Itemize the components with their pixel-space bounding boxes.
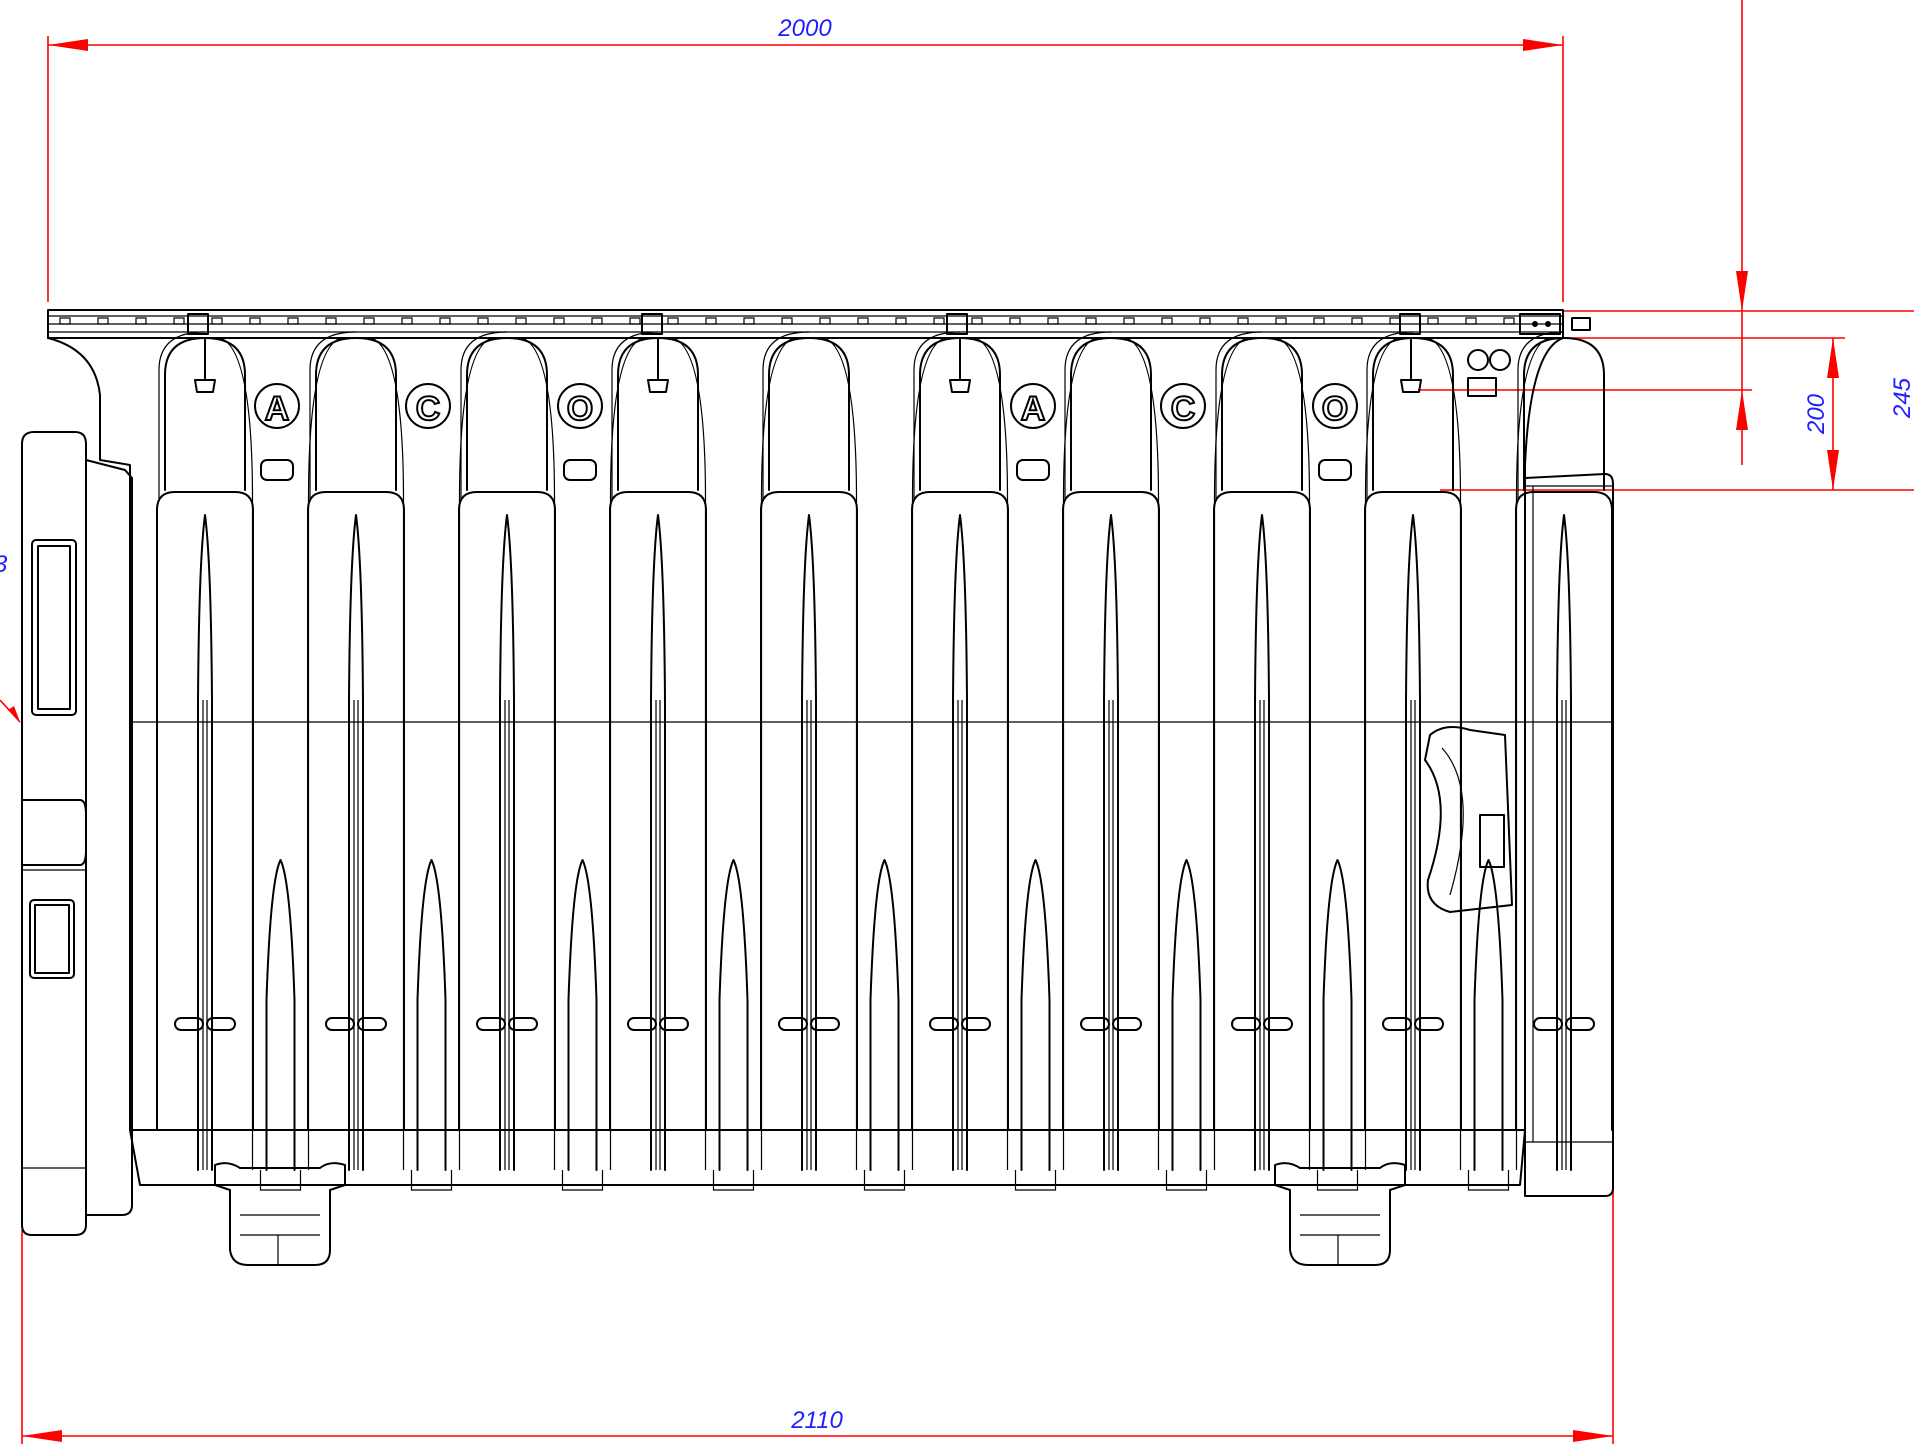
dimension-left-partial: 3: [0, 551, 21, 723]
dimension-bottom-width: 2110: [21, 1190, 1614, 1444]
channel-body: [47, 337, 1613, 1186]
dimension-top-width: 2000: [47, 15, 1564, 302]
logo-letter-1: A: [265, 390, 290, 428]
dimension-depth-outer-label: 245: [1889, 377, 1914, 419]
logo-letter-3: O: [567, 390, 593, 428]
logo-letter-4: A: [1021, 390, 1046, 428]
dimension-top-width-label: 2000: [777, 15, 832, 42]
logo-letter-2: C: [416, 390, 441, 428]
logo-letter-6: O: [1322, 390, 1348, 428]
dimension-depth-inner-label: 200: [1803, 393, 1830, 435]
grating-rail: [47, 309, 1591, 339]
left-end-cap: [21, 431, 133, 1236]
dimension-vertical-depths: 200 245: [1418, 0, 1914, 491]
dimension-bottom-width-label: 2110: [790, 1407, 843, 1434]
right-end-cap: [1424, 349, 1614, 1197]
logo-letter-5: C: [1171, 390, 1196, 428]
locking-feet: [214, 1162, 1406, 1266]
rail-bolt-marks: [59, 313, 1515, 335]
logo-letters: A C O A C O: [254, 383, 1358, 429]
channel-modules: [156, 331, 1613, 1191]
dimension-left-partial-label: 3: [0, 551, 8, 578]
